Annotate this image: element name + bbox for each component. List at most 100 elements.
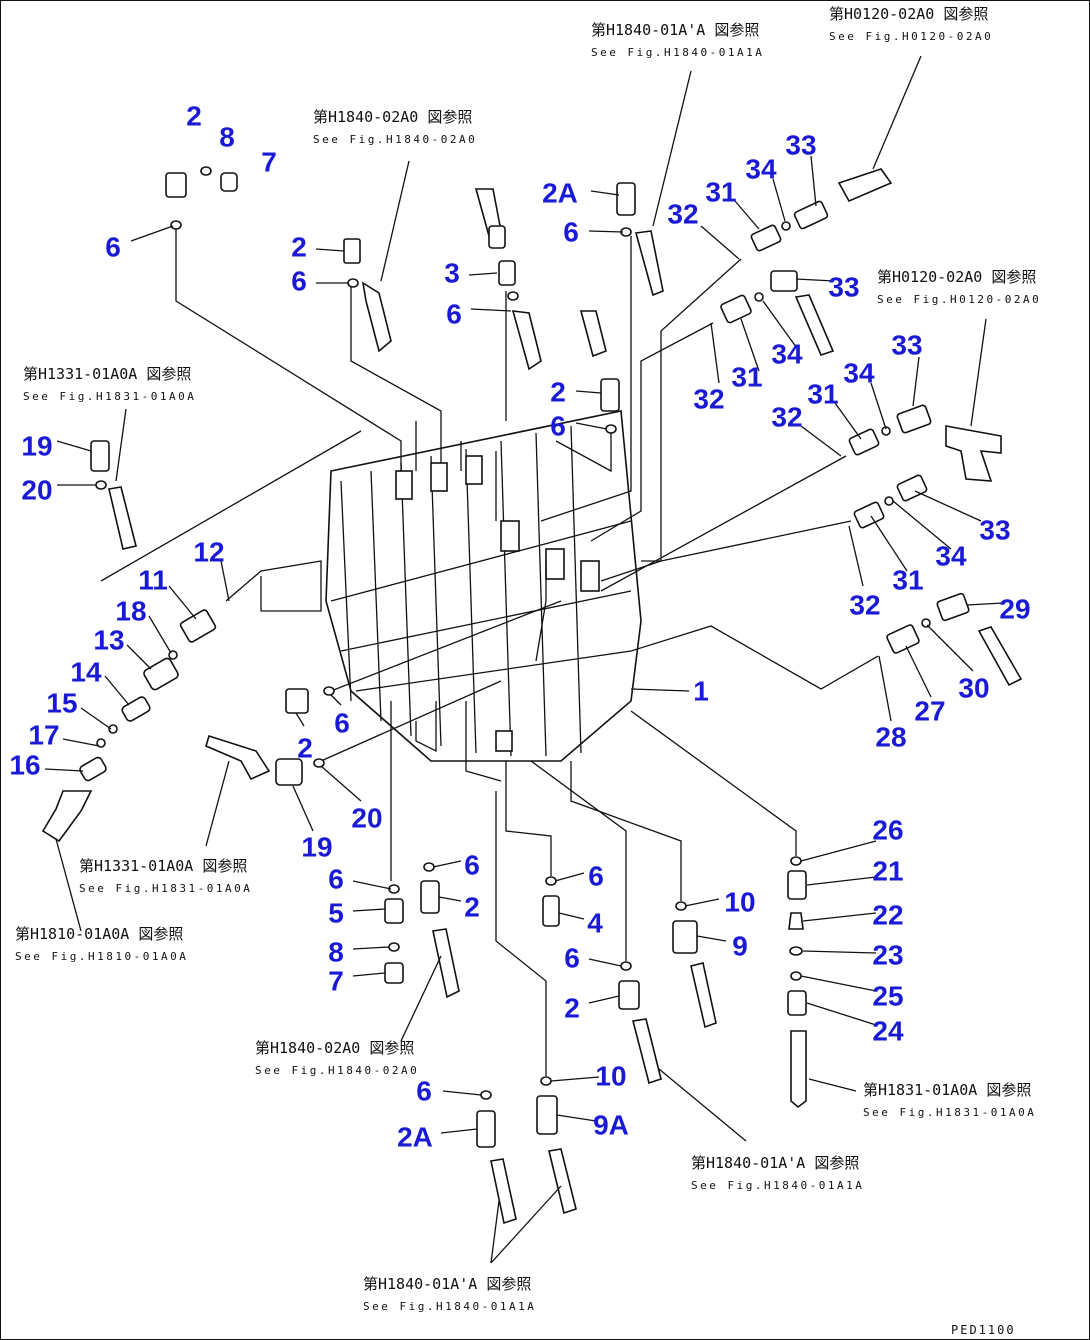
callout-1: 1: [693, 675, 709, 706]
callout-6: 6: [328, 863, 344, 894]
callout-34: 34: [843, 357, 875, 388]
callout-25: 25: [872, 980, 903, 1011]
reference-japanese: 第H1840-02A0 図参照: [313, 108, 472, 126]
callout-6: 6: [464, 849, 480, 880]
reference-english: See Fig.H1840-01A1A: [363, 1300, 536, 1313]
callout-20: 20: [21, 474, 52, 505]
callout-24: 24: [872, 1015, 904, 1046]
callout-2: 2: [564, 992, 580, 1023]
figure-reference: 第H1831-01A0A 図参照 See Fig.H1831-01A0A: [863, 1081, 1036, 1119]
callout-6: 6: [291, 265, 307, 296]
callout-8: 8: [328, 936, 344, 967]
callout-32: 32: [849, 589, 880, 620]
callout-33: 33: [891, 329, 922, 360]
callout-2: 2: [550, 376, 566, 407]
control-valve-body: [325, 410, 642, 762]
callout-27: 27: [914, 695, 945, 726]
callout-33: 33: [828, 271, 859, 302]
callout-12: 12: [193, 536, 224, 567]
pipe-lines: [100, 229, 879, 1076]
callout-31: 31: [731, 361, 762, 392]
reference-japanese: 第H1810-01A0A 図参照: [15, 925, 183, 943]
reference-english: See Fig.H1831-01A0A: [23, 390, 196, 403]
figure-reference: 第H1840-01A'A 図参照 See Fig.H1840-01A1A: [363, 1275, 536, 1313]
reference-english: See Fig.H0120-02A0: [877, 293, 1041, 306]
figure-reference: 第H1840-02A0 図参照 See Fig.H1840-02A0: [313, 108, 477, 146]
callout-21: 21: [872, 855, 903, 886]
callout-14: 14: [70, 656, 102, 687]
reference-japanese: 第H1331-01A0A 図参照: [79, 857, 247, 875]
callout-6: 6: [550, 410, 566, 441]
callout-2: 2: [186, 100, 202, 131]
callout-3: 3: [444, 257, 460, 288]
callout-30: 30: [958, 672, 989, 703]
callout-19: 19: [21, 430, 52, 461]
callout-17: 17: [28, 719, 59, 750]
callout-23: 23: [872, 939, 903, 970]
callout-7: 7: [261, 146, 277, 177]
callout-6: 6: [334, 707, 350, 738]
callout-9: 9: [732, 930, 748, 961]
reference-pointers: [55, 55, 987, 1264]
reference-english: See Fig.H1810-01A0A: [15, 950, 188, 963]
reference-japanese: 第H1331-01A0A 図参照: [23, 365, 191, 383]
callout-2A: 2A: [542, 177, 578, 208]
figure-reference: 第H1331-01A0A 図参照 See Fig.H1831-01A0A: [23, 365, 196, 403]
callout-13: 13: [93, 624, 124, 655]
reference-japanese: 第H1840-01A'A 図参照: [591, 21, 759, 39]
callout-7: 7: [328, 965, 344, 996]
callout-4: 4: [587, 907, 603, 938]
callout-11: 11: [138, 564, 168, 595]
component-parts: [41, 166, 1023, 1225]
callout-10: 10: [724, 886, 755, 917]
callout-6: 6: [563, 216, 579, 247]
reference-english: See Fig.H1831-01A0A: [79, 882, 252, 895]
reference-japanese: 第H1840-01A'A 図参照: [691, 1154, 859, 1172]
callout-33: 33: [979, 514, 1010, 545]
callout-6: 6: [564, 942, 580, 973]
callout-29: 29: [999, 593, 1030, 624]
callout-2: 2: [297, 732, 313, 763]
callout-32: 32: [693, 383, 724, 414]
callout-34: 34: [935, 540, 967, 571]
reference-english: See Fig.H1831-01A0A: [863, 1106, 1036, 1119]
figure-reference: 第H0120-02A0 図参照 See Fig.H0120-02A0: [829, 5, 993, 43]
callout-32: 32: [667, 198, 698, 229]
figure-reference: 第H1810-01A0A 図参照 See Fig.H1810-01A0A: [15, 925, 188, 963]
callout-6: 6: [105, 231, 121, 262]
figure-reference: 第H1840-01A'A 図参照 See Fig.H1840-01A1A: [691, 1154, 864, 1192]
figure-reference: 第H1840-01A'A 図参照 See Fig.H1840-01A1A: [591, 21, 764, 59]
drawing-code: PED1100: [951, 1323, 1016, 1337]
callout-9A: 9A: [593, 1109, 629, 1140]
callout-34: 34: [745, 153, 777, 184]
callout-15: 15: [46, 687, 77, 718]
reference-japanese: 第H0120-02A0 図参照: [877, 268, 1036, 286]
callout-31: 31: [807, 378, 838, 409]
reference-japanese: 第H1831-01A0A 図参照: [863, 1081, 1031, 1099]
callout-34: 34: [771, 338, 803, 369]
callout-31: 31: [705, 176, 736, 207]
callout-28: 28: [875, 721, 906, 752]
callout-6: 6: [588, 860, 604, 891]
reference-english: See Fig.H0120-02A0: [829, 30, 993, 43]
callout-16: 16: [9, 749, 40, 780]
callout-6: 6: [446, 298, 462, 329]
reference-japanese: 第H1840-02A0 図参照: [255, 1039, 414, 1057]
callout-18: 18: [115, 595, 146, 626]
callout-5: 5: [328, 897, 344, 928]
reference-english: See Fig.H1840-01A1A: [691, 1179, 864, 1192]
callout-8: 8: [219, 121, 235, 152]
reference-japanese: 第H1840-01A'A 図参照: [363, 1275, 531, 1293]
reference-english: See Fig.H1840-01A1A: [591, 46, 764, 59]
callout-32: 32: [771, 401, 802, 432]
callout-26: 26: [872, 814, 903, 845]
figure-references: 第H1840-01A'A 図参照 See Fig.H1840-01A1A 第H012…: [15, 5, 1041, 1313]
figure-reference: 第H1331-01A0A 図参照 See Fig.H1831-01A0A: [79, 857, 252, 895]
reference-japanese: 第H0120-02A0 図参照: [829, 5, 988, 23]
reference-english: See Fig.H1840-02A0: [313, 133, 477, 146]
callout-33: 33: [785, 129, 816, 160]
